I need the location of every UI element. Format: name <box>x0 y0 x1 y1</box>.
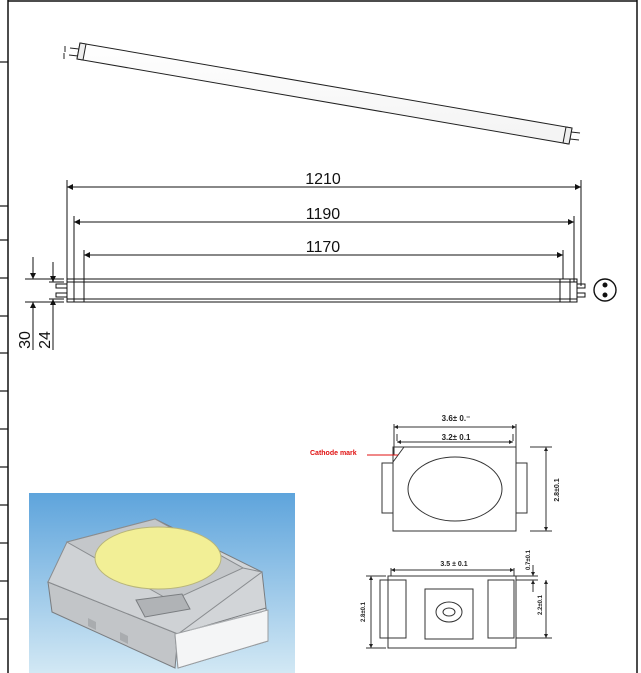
smd-height-top: 2.8±0.1 <box>554 478 561 501</box>
length-dimension-lines <box>66 180 582 286</box>
smd-width-outer: 3.6± 0.⁻ <box>442 414 471 423</box>
cathode-mark-label: Cathode mark <box>310 450 357 457</box>
sheet-frame <box>7 0 638 673</box>
smd-width-inner: 3.2± 0.1 <box>442 433 471 442</box>
dim-pin-length: 1190 <box>306 206 341 223</box>
dim-overall-length: 1210 <box>305 171 341 188</box>
diameter-dimension-lines <box>25 257 64 350</box>
tube-side-view <box>55 278 586 303</box>
tube-perspective-view <box>63 42 581 145</box>
smd-pad-height: 2.2±0.1 <box>538 594 544 615</box>
smd-pad-gap: 0.7±0.1 <box>526 549 532 570</box>
smd-top-view <box>367 424 552 532</box>
smd-bottom-width: 3.5 ± 0.1 <box>440 561 467 568</box>
dim-tube-diameter: 24 <box>37 331 54 349</box>
left-margin-ticks <box>0 61 8 620</box>
dim-body-length: 1170 <box>306 239 341 256</box>
tube-end-view-icon <box>593 278 617 302</box>
smd-bottom-height: 2.8±0.1 <box>361 601 367 622</box>
dim-outer-diameter: 30 <box>17 331 34 349</box>
smd-led-3d-render <box>29 493 295 673</box>
smd-bottom-view <box>366 565 552 649</box>
